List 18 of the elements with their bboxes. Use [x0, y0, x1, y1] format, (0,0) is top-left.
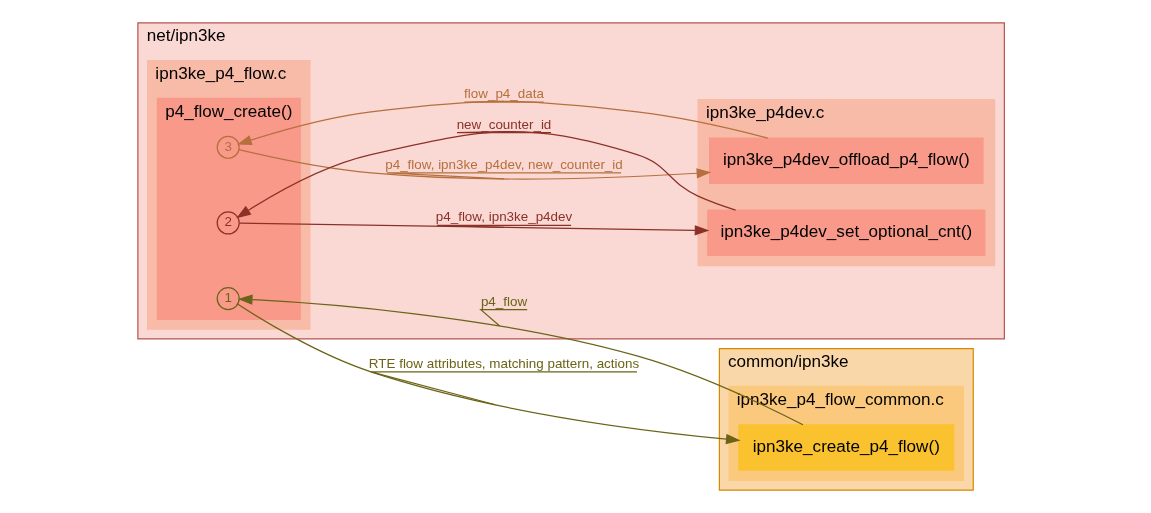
node-circle: 3	[216, 135, 240, 159]
node-circle: 1	[216, 287, 240, 311]
edge-label: p4_flow, ipn3ke_p4dev, new_counter_id	[384, 157, 623, 172]
arrow	[238, 222, 709, 236]
edge-label: p4_flow, ipn3ke_p4dev	[435, 209, 572, 225]
node-box: ipn3ke_p4dev_set_optional_cnt()	[706, 209, 985, 256]
edge-label: RTE flow attributes, matching pattern, actions	[368, 355, 639, 371]
edge-label: new_counter_id	[456, 116, 551, 132]
edge-label: p4_flow	[480, 293, 527, 309]
arrow	[237, 294, 804, 426]
node-box: ipn3ke_create_p4_flow()	[737, 424, 954, 471]
arrow	[236, 100, 768, 145]
arrow	[237, 149, 711, 180]
edge-label: flow_p4_data	[463, 86, 544, 102]
arrow	[236, 303, 741, 445]
node-box: ipn3ke_p4dev_offload_p4_flow()	[708, 137, 984, 184]
node-circle: 2	[216, 211, 240, 235]
arrow	[235, 131, 736, 219]
